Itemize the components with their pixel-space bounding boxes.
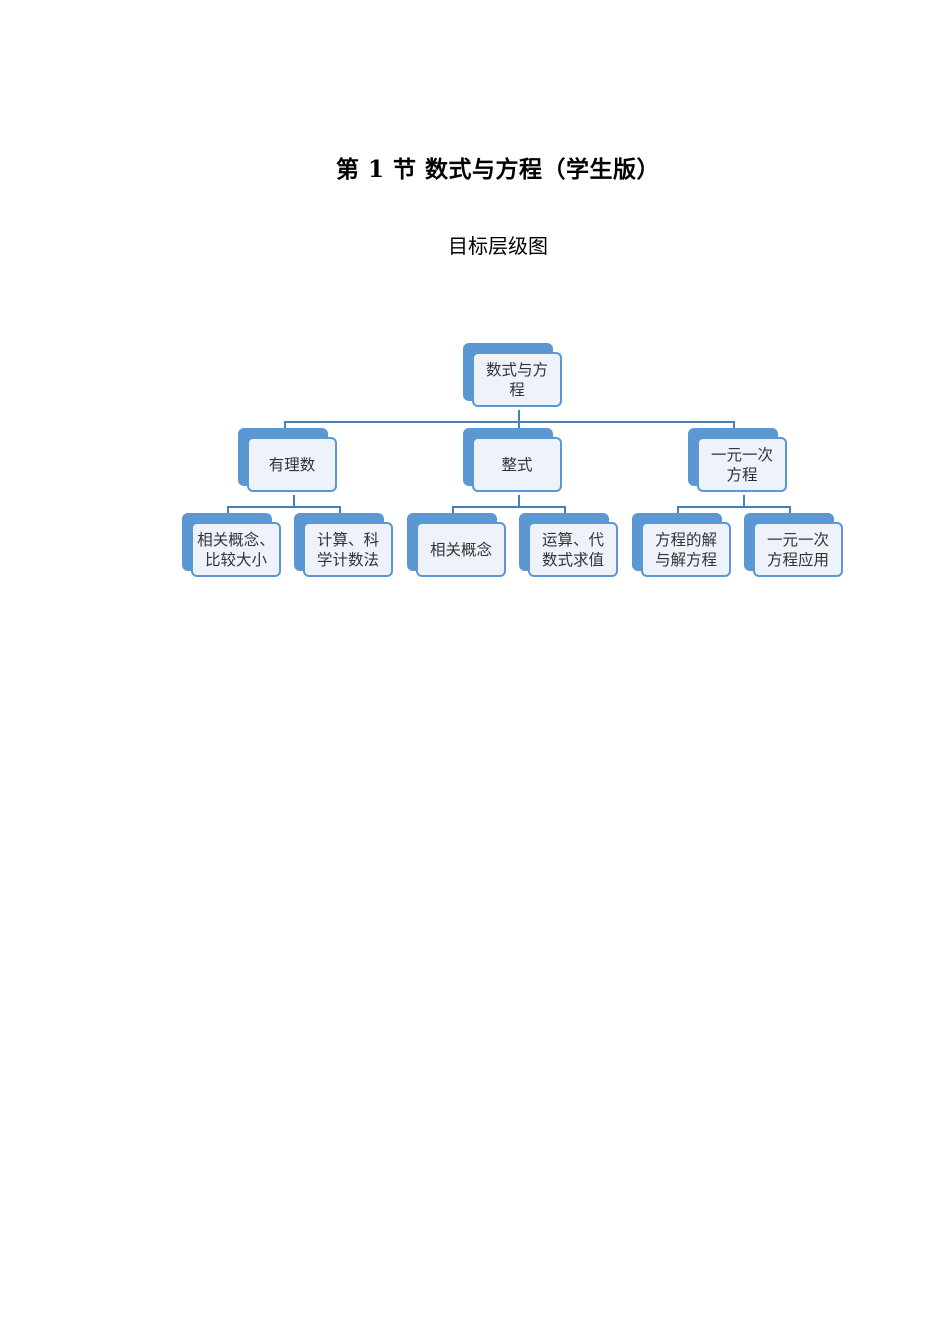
node-label: 运算、代数式求值 (541, 530, 604, 569)
connector-line (452, 506, 454, 514)
connector-line (743, 495, 745, 507)
connector-line (564, 506, 566, 514)
node-label: 一元一次方程应用 (766, 530, 829, 569)
connector-line (677, 506, 790, 508)
node-label: 方程的解与解方程 (654, 530, 717, 569)
node-level2: 相关概念、比较大小 (182, 513, 284, 581)
node-label: 数式与方程 (485, 360, 548, 399)
connector-line (518, 421, 520, 429)
node-box: 整式 (472, 437, 562, 492)
connector-line (733, 421, 735, 429)
connector-line (284, 421, 286, 429)
node-box: 相关概念 (416, 522, 506, 577)
node-box: 一元一次方程应用 (753, 522, 843, 577)
page-title: 第 1 节 数式与方程（学生版） (335, 156, 661, 183)
connector-line (227, 506, 229, 514)
node-level2: 运算、代数式求值 (519, 513, 621, 581)
node-label: 相关概念 (429, 540, 492, 559)
connector-line (452, 506, 565, 508)
connector-line (518, 410, 520, 422)
connector-line (339, 506, 341, 514)
node-level2: 方程的解与解方程 (632, 513, 734, 581)
node-box: 相关概念、比较大小 (191, 522, 281, 577)
node-label: 整式 (501, 455, 533, 474)
node-label: 一元一次方程 (710, 445, 773, 484)
node-box: 运算、代数式求值 (528, 522, 618, 577)
node-label: 相关概念、比较大小 (197, 530, 275, 569)
connector-line (284, 421, 735, 423)
connector-line (518, 495, 520, 507)
connector-line (227, 506, 340, 508)
node-box: 方程的解与解方程 (641, 522, 731, 577)
node-level1-linear-equation: 一元一次方程 (688, 428, 790, 496)
section-subtitle: 目标层级图 (448, 234, 548, 258)
node-level1-rational-numbers: 有理数 (238, 428, 340, 496)
node-level2: 相关概念 (407, 513, 509, 581)
node-root: 数式与方程 (463, 343, 565, 411)
node-label: 有理数 (268, 455, 316, 474)
node-box: 数式与方程 (472, 352, 562, 407)
node-level2: 一元一次方程应用 (744, 513, 846, 581)
node-label: 计算、科学计数法 (316, 530, 379, 569)
node-box: 计算、科学计数法 (303, 522, 393, 577)
connector-line (293, 495, 295, 507)
connector-line (789, 506, 791, 514)
node-box: 有理数 (247, 437, 337, 492)
connector-line (677, 506, 679, 514)
node-box: 一元一次方程 (697, 437, 787, 492)
hierarchy-diagram: 数式与方程 有理数 整式 一元一次方程 相关概念、比较大小 计算、科学计数法 (182, 343, 846, 581)
node-level1-polynomials: 整式 (463, 428, 565, 496)
node-level2: 计算、科学计数法 (294, 513, 396, 581)
